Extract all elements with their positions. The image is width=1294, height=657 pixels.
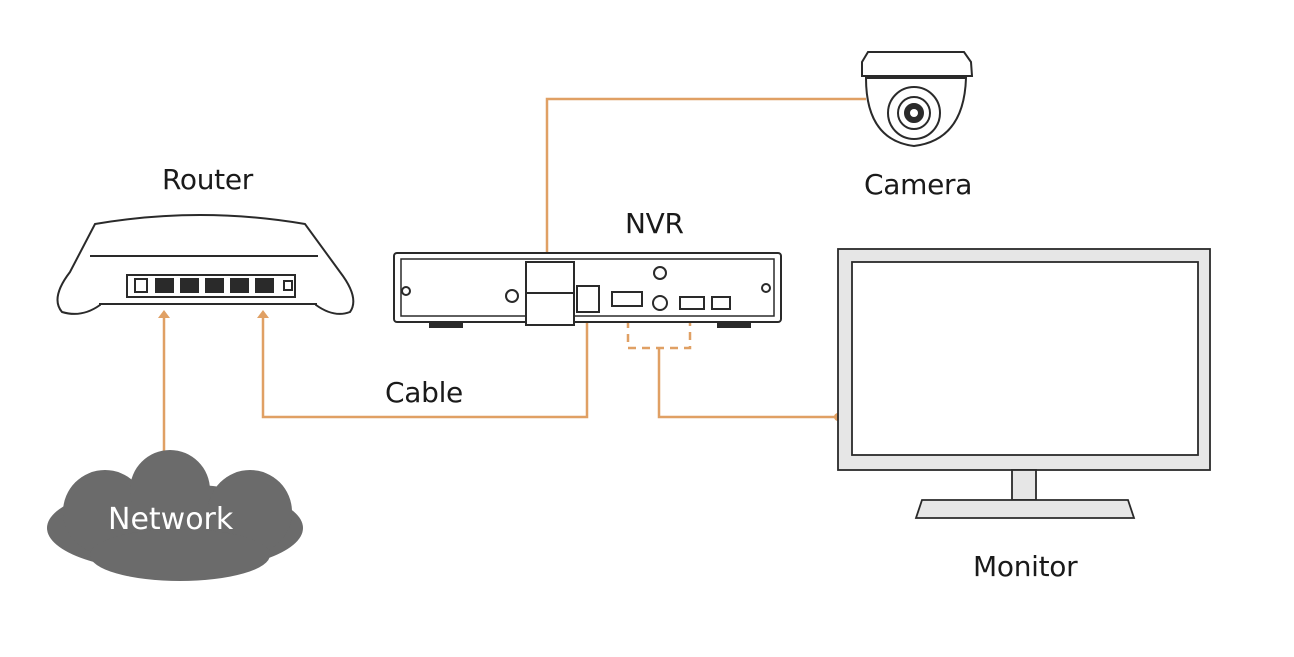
camera-mount <box>861 51 974 77</box>
router-port <box>230 278 249 293</box>
cable-label: Cable <box>385 376 463 409</box>
nvr-hdmi-port <box>679 296 705 310</box>
nvr-screw <box>761 283 771 293</box>
cable-nvr-to-monitor <box>657 348 838 419</box>
nvr-audio-jack <box>653 266 667 280</box>
router-port <box>155 278 174 293</box>
monitor-screen <box>851 261 1199 456</box>
nvr-vga-port <box>611 291 643 307</box>
arrow-into-router-left <box>158 310 170 318</box>
monitor-label: Monitor <box>973 550 1078 583</box>
cable-router-to-nvr <box>261 298 589 419</box>
nvr-screw <box>401 286 411 296</box>
router-icon <box>56 214 355 315</box>
router-port <box>205 278 224 293</box>
camera-label: Camera <box>864 168 973 201</box>
cables <box>162 97 866 465</box>
nvr-ground-screw <box>505 289 519 303</box>
nvr-label: NVR <box>625 207 684 240</box>
network-cloud-icon <box>47 450 303 581</box>
network-label: Network <box>108 502 234 537</box>
cable-camera-to-nvr <box>545 97 866 255</box>
monitor-neck <box>1011 469 1037 501</box>
monitor-base <box>914 499 1136 519</box>
router-port <box>255 278 274 293</box>
nvr-power-port <box>711 296 731 310</box>
arrow-into-router-right <box>257 310 269 318</box>
router-port <box>180 278 199 293</box>
router-ethernet-ports <box>155 278 274 293</box>
camera-icon <box>861 51 974 148</box>
monitor-icon <box>837 248 1211 519</box>
nvr-audio-jack <box>652 295 668 311</box>
nvr-icon <box>393 252 782 328</box>
router-body <box>56 214 355 315</box>
nvr-lan-port <box>576 285 600 313</box>
router-label: Router <box>162 163 253 196</box>
cable-nvr-video-outputs <box>626 320 692 350</box>
